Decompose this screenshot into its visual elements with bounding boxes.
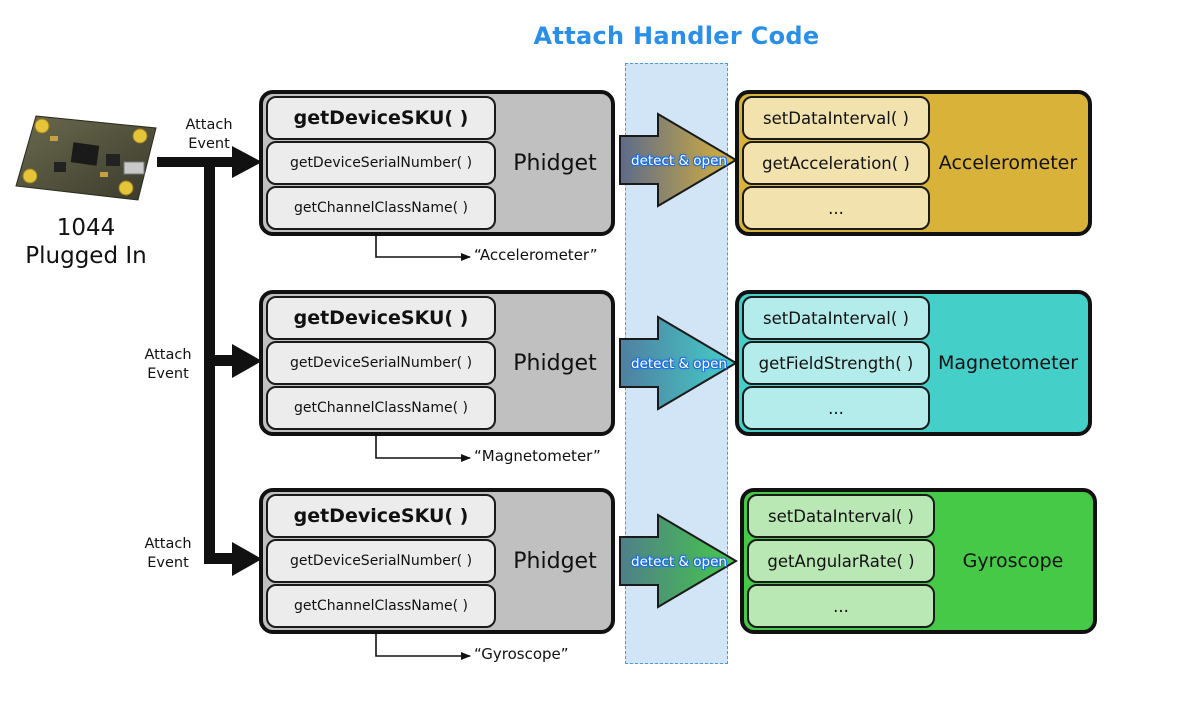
attach-event-label-3: Attach Event: [128, 535, 208, 573]
get-channel-class-name-method: getChannelClassName( ): [266, 186, 496, 230]
get-device-serial-number-method: getDeviceSerialNumber( ): [266, 539, 496, 583]
phidget-board-image: [15, 115, 157, 201]
get-device-sku-method: getDeviceSKU( ): [266, 296, 496, 340]
attach-arrowhead-3: [232, 542, 262, 576]
branch-line-2: [204, 355, 236, 366]
attach-event-label-2: Attach Event: [128, 346, 208, 384]
detect-open-arrow-magnetometer: [619, 315, 738, 411]
more-methods: ...: [747, 584, 935, 628]
phidget-box-magnetometer: getDeviceSKU( ) getDeviceSerialNumber( )…: [259, 290, 615, 436]
attach-arrowhead-2: [232, 344, 262, 378]
phidget-box-accelerometer: getDeviceSKU( ) getDeviceSerialNumber( )…: [259, 90, 615, 236]
classname-pointer-3: [375, 626, 471, 660]
handler-title: Attach Handler Code: [533, 22, 820, 50]
get-channel-class-name-method: getChannelClassName( ): [266, 584, 496, 628]
more-methods: ...: [742, 186, 930, 230]
get-field-strength-method: getFieldStrength( ): [742, 341, 930, 385]
attach-event-line2: Event: [188, 136, 230, 152]
detect-open-label-magnetometer: detect & open: [631, 356, 727, 372]
phidget-label: Phidget: [513, 548, 597, 574]
more-methods: ...: [742, 386, 930, 430]
attach-arrowhead-1: [232, 146, 262, 178]
device-event-line: [157, 157, 235, 167]
attach-event-line1: Attach: [185, 117, 233, 133]
channel-box-magnetometer: setDataInterval( ) getFieldStrength( ) .…: [735, 290, 1092, 436]
device-model: 1044: [56, 215, 116, 241]
channel-name-gyroscope: Gyroscope: [962, 550, 1064, 572]
detect-open-arrow-gyroscope: [619, 513, 738, 609]
set-data-interval-method: setDataInterval( ): [742, 296, 930, 340]
attach-event-line1: Attach: [144, 536, 192, 552]
set-data-interval-method: setDataInterval( ): [747, 494, 935, 538]
get-angular-rate-method: getAngularRate( ): [747, 539, 935, 583]
phidget-label: Phidget: [513, 350, 597, 376]
classname-pointer-1: [375, 228, 471, 261]
get-device-sku-method: getDeviceSKU( ): [266, 96, 496, 140]
phidget-box-gyroscope: getDeviceSKU( ) getDeviceSerialNumber( )…: [259, 488, 615, 634]
phidget-label: Phidget: [513, 150, 597, 176]
detect-open-arrow-accelerometer: [619, 112, 738, 208]
channel-name-accelerometer: Accelerometer: [938, 152, 1078, 174]
branch-line-3: [204, 553, 236, 564]
attach-event-label-1: Attach Event: [169, 116, 249, 154]
attach-event-line1: Attach: [144, 347, 192, 363]
get-acceleration-method: getAcceleration( ): [742, 141, 930, 185]
attach-event-line2: Event: [147, 555, 189, 571]
get-channel-class-name-method: getChannelClassName( ): [266, 386, 496, 430]
attach-event-line2: Event: [147, 366, 189, 382]
device-caption: 1044 Plugged In: [6, 214, 166, 270]
get-device-serial-number-method: getDeviceSerialNumber( ): [266, 341, 496, 385]
detect-open-label-gyroscope: detect & open: [631, 554, 727, 570]
classname-pointer-2: [375, 428, 471, 462]
channel-box-accelerometer: setDataInterval( ) getAcceleration( ) ..…: [735, 90, 1092, 236]
detect-open-label-accelerometer: detect & open: [631, 153, 727, 169]
device-status: Plugged In: [25, 243, 147, 269]
channel-name-magnetometer: Magnetometer: [937, 352, 1079, 374]
classname-result-magnetometer: “Magnetometer”: [474, 447, 601, 465]
get-device-sku-method: getDeviceSKU( ): [266, 494, 496, 538]
channel-box-gyroscope: setDataInterval( ) getAngularRate( ) ...…: [740, 488, 1097, 634]
classname-result-gyroscope: “Gyroscope”: [474, 645, 569, 663]
get-device-serial-number-method: getDeviceSerialNumber( ): [266, 141, 496, 185]
set-data-interval-method: setDataInterval( ): [742, 96, 930, 140]
classname-result-accelerometer: “Accelerometer”: [474, 246, 598, 264]
